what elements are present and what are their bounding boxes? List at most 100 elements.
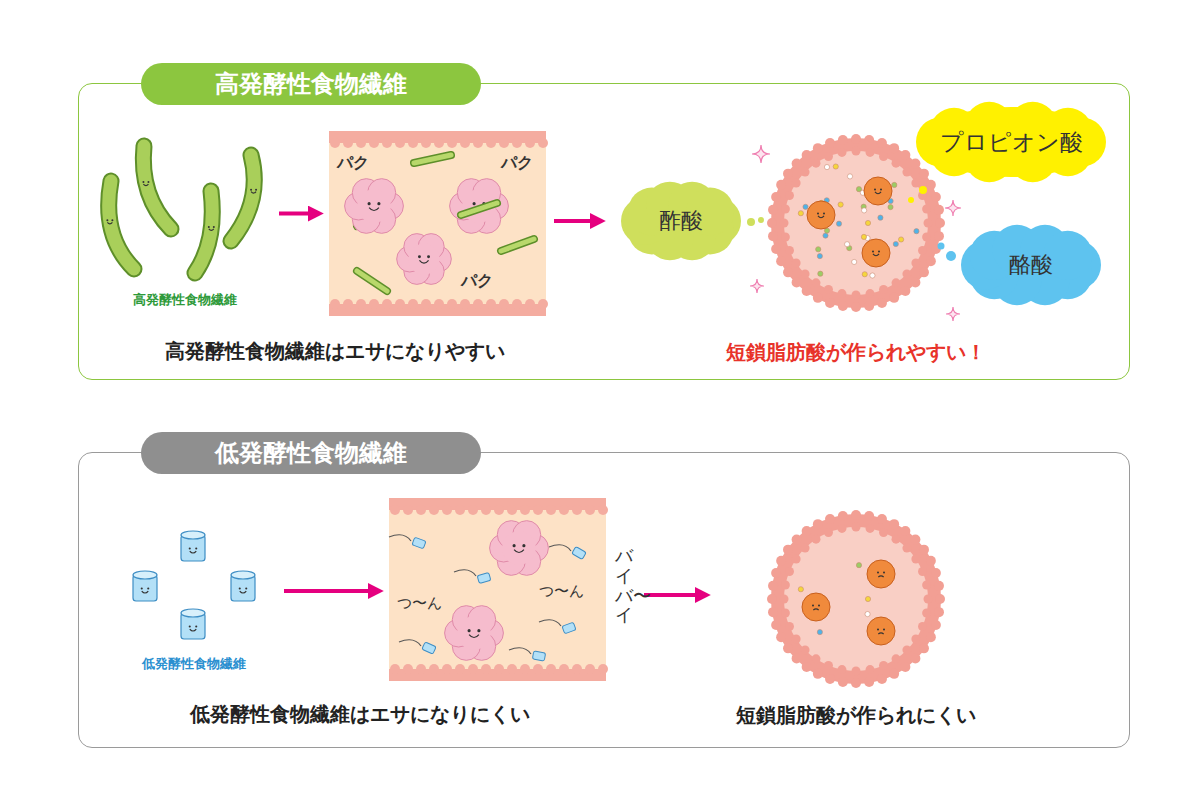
illustration-part [143, 146, 171, 229]
illustration-part [771, 620, 781, 630]
illustration-part [776, 256, 786, 266]
illustration-part [414, 155, 451, 163]
illustration-part [494, 664, 504, 674]
illustration-part [852, 259, 857, 264]
illustration-part [785, 622, 794, 631]
bubble-text: 酪酸 [1009, 250, 1053, 280]
illustration-part [879, 152, 888, 161]
acid-bubble: 酪酸 [961, 224, 1101, 306]
illustration-part [783, 267, 793, 277]
illustration-part [946, 251, 956, 261]
illustration-part [195, 191, 212, 273]
illustration-part [412, 537, 426, 549]
illustration-part [442, 664, 452, 674]
illustration-part [934, 607, 944, 617]
illustration-part [818, 216, 824, 218]
illustration-part [893, 241, 898, 246]
summary-caption: 低発酵性食物繊維はエサになりにくい [150, 701, 570, 728]
illustration-part [231, 155, 254, 241]
illustration-part [559, 505, 569, 515]
illustration-part [403, 505, 413, 515]
illustration-part [549, 545, 571, 551]
illustration-part [837, 289, 846, 298]
illustration-part [792, 259, 801, 268]
illustration-part [838, 677, 848, 687]
illustration-part [780, 219, 789, 228]
illustration-part [509, 648, 531, 654]
illustration-part [389, 498, 606, 681]
illustration-part [813, 609, 818, 610]
illustration-part [798, 587, 803, 592]
illustration-part [911, 259, 920, 268]
cloud-shape [621, 182, 741, 260]
illustration-part [802, 526, 812, 536]
illustration-part [926, 632, 936, 642]
illustration-part [792, 653, 802, 663]
illustration-part [419, 260, 428, 263]
illustration-part [239, 587, 241, 589]
illustration-part [785, 567, 794, 576]
illustration-part [811, 654, 820, 663]
bacterium [345, 179, 404, 234]
bacterium [397, 234, 452, 285]
illustration-part [922, 204, 931, 213]
illustration-part [473, 299, 483, 309]
illustration-part [231, 571, 255, 579]
panel-heading: 高発酵性食物繊維 [141, 63, 481, 105]
illustration-part [395, 138, 405, 148]
illustration-part [844, 242, 849, 247]
illustration-part [106, 219, 108, 221]
illustration-part [874, 189, 876, 191]
illustration-part [750, 279, 764, 293]
illustration-part [357, 189, 391, 223]
illustration-part [792, 554, 801, 563]
illustration-part [447, 138, 457, 148]
illustration-part [522, 544, 525, 547]
illustration-part [559, 664, 569, 674]
illustration-part [825, 298, 835, 308]
illustration-part [422, 642, 436, 654]
illustration-part [870, 273, 875, 278]
acid-bubble: 酢酸 [621, 181, 741, 261]
illustration-part [538, 299, 548, 309]
intestine-wall [389, 498, 608, 681]
illustration-part [877, 674, 887, 684]
bacteria-eating [345, 155, 534, 291]
illustration-part [499, 138, 509, 148]
illustration-part [255, 189, 257, 191]
illustration-part [781, 233, 790, 242]
illustration-part [838, 202, 843, 207]
illustration-part [900, 150, 910, 160]
illustration-part [414, 155, 451, 163]
illustration-part [888, 204, 893, 209]
illustration-part [147, 587, 149, 589]
flow-arrow [279, 212, 319, 216]
illustration-part [838, 511, 848, 521]
illustration-part [866, 665, 875, 674]
illustration [389, 498, 636, 681]
illustration-part [133, 571, 157, 579]
illustration-part [851, 678, 861, 688]
illustration-part [781, 580, 790, 589]
illustration-part [781, 609, 790, 618]
illustration-part [926, 556, 936, 566]
illustration-part [938, 243, 945, 250]
illustration-part [902, 544, 911, 553]
illustration-part [919, 169, 929, 179]
illustration-part [935, 594, 945, 604]
illustration-part [919, 643, 929, 653]
illustration-part [240, 591, 247, 593]
illustration-part [776, 180, 786, 190]
fiber-cylinders [133, 531, 255, 639]
illustration-part [914, 229, 919, 234]
illustration-part [486, 138, 496, 148]
illustration-part [900, 286, 910, 296]
illustration-part [878, 633, 883, 634]
illustration-part [813, 143, 823, 153]
illustration-part [539, 620, 561, 626]
illustration-part [934, 231, 944, 241]
illustration-part [865, 220, 870, 225]
illustration-part [877, 138, 887, 148]
fiber-sticks [106, 146, 257, 273]
illustration-part [403, 664, 413, 674]
